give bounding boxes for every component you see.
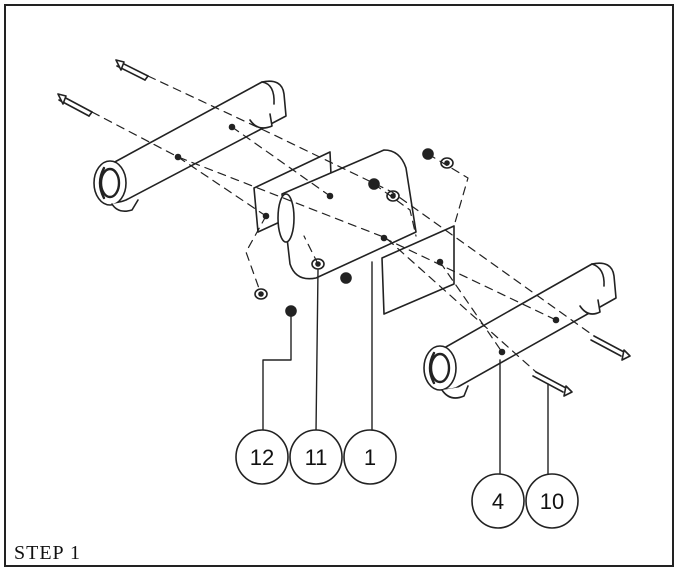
assembly-guides — [91, 75, 595, 373]
callout-12 — [235, 429, 289, 485]
callout-11-label: 11 — [305, 445, 328, 470]
center-bracket — [253, 149, 455, 315]
right-foot-tube — [423, 262, 617, 399]
callout-10-label: 10 — [540, 489, 564, 514]
diagram-frame — [4, 4, 674, 567]
callout-1 — [343, 429, 397, 485]
callout-11 — [289, 429, 343, 485]
callout-1-label: 1 — [364, 445, 376, 470]
leader-lines — [262, 261, 549, 477]
callout-4 — [471, 473, 525, 529]
callout-10 — [525, 473, 579, 529]
left-bolts — [57, 59, 149, 117]
left-foot-tube — [93, 80, 287, 212]
callout-12-label: 12 — [250, 445, 274, 470]
step-label: STEP 1 — [14, 542, 81, 564]
callouts: 12 11 1 4 10 — [235, 429, 579, 529]
callout-4-label: 4 — [492, 489, 504, 514]
